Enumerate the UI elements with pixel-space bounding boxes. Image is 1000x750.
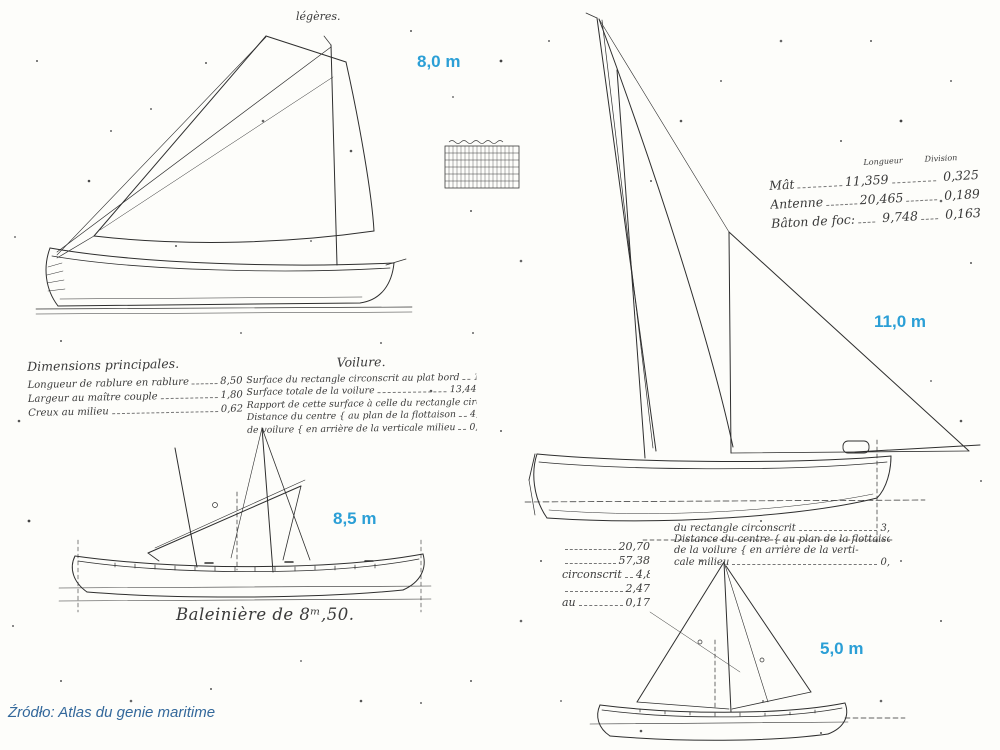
annotation-row: du rectangle circonscrit 3, — [674, 522, 890, 534]
dimension-label: Creux au milieu — [28, 406, 109, 419]
spar-division: 0,325 — [942, 166, 980, 184]
scan-noise — [0, 0, 2, 2]
annotation-label: cale milieu — [674, 557, 730, 568]
leader-dots — [565, 549, 616, 550]
leader-dots — [565, 563, 616, 564]
leader-dots — [858, 221, 876, 224]
voilure-title: Voilure. — [336, 354, 386, 370]
annotation-label: de la voilure { en arrière de la verti- — [674, 545, 859, 556]
value-number: 4,88 — [635, 568, 650, 581]
leader-dots — [624, 577, 633, 578]
value-number: 0,17 — [625, 596, 651, 609]
baleiniere-8-5m-drawing — [58, 427, 432, 613]
leader-dots — [462, 378, 471, 380]
dimensions-title: Dimensions principales. — [27, 355, 180, 374]
value-number: 2,47 — [625, 582, 651, 595]
lateen-boat-11m-drawing — [524, 12, 981, 546]
bottom-right-annotations: du rectangle circonscrit 3, Distance du … — [674, 522, 890, 569]
voilure-block: Voilure. Surface du rectangle circonscri… — [246, 353, 478, 435]
spar-division: 0,163 — [944, 204, 982, 222]
annotation-label: du rectangle circonscrit — [674, 522, 796, 534]
spar-dimensions-table: Longueur Division Mât 11,359 0,325 Anten… — [768, 152, 981, 231]
dimension-value: 0,62 — [220, 403, 244, 415]
annotation-value: 3, — [880, 522, 890, 534]
value-number: 57,38 — [618, 554, 651, 567]
spar-name: Mât — [768, 176, 795, 193]
bottom-right-values: 20,70 57,38 circonscrit 4,88 2,47 au 0,1… — [562, 539, 650, 609]
value-row: 20,70 — [562, 539, 650, 553]
leader-dots — [377, 391, 447, 394]
leader-dots — [921, 218, 939, 221]
value-label: circonscrit — [562, 568, 622, 581]
source-caption: Źródło: Atlas du genie maritime — [8, 704, 216, 721]
measurement-label-8-5m: 8,5 m — [333, 509, 377, 528]
measurement-label-5m: 5,0 m — [820, 639, 864, 658]
annotation-value: 0, — [880, 557, 890, 568]
value-row: au 0,17 — [562, 595, 650, 609]
annotation-row: de la voilure { en arrière de la verti- — [674, 545, 890, 557]
annotation-row: Distance du centre { au plan de la flott… — [674, 534, 890, 545]
annotation-label: Distance du centre { au plan de la flott… — [674, 534, 890, 545]
leader-dots — [798, 529, 878, 531]
spar-length: 9,748 — [881, 208, 919, 226]
drawing-note: légères. — [296, 10, 341, 23]
spar-name: Antenne — [769, 194, 824, 212]
scale-ruler — [444, 140, 520, 189]
leader-dots — [906, 199, 938, 202]
leader-dots — [826, 203, 857, 207]
value-label: au — [562, 596, 576, 609]
measurement-label-8m: 8,0 m — [417, 52, 461, 71]
voilure-value: 0,56 — [469, 421, 478, 433]
value-row: circonscrit 4,88 — [562, 567, 650, 581]
dimensions-block: Dimensions principales. Longueur de rabl… — [27, 354, 244, 419]
leader-dots — [458, 428, 467, 430]
leader-dots — [797, 185, 843, 189]
spar-division: 0,189 — [943, 185, 981, 203]
value-number: 20,70 — [618, 540, 651, 553]
measurement-label-11m: 11,0 m — [874, 312, 926, 331]
voilure-value: 4,50 — [469, 408, 477, 420]
dimension-value: 1,80 — [220, 389, 243, 401]
annotation-row: cale milieu 0, — [674, 557, 890, 568]
spar-length: 11,359 — [844, 171, 889, 189]
leader-dots — [578, 605, 623, 606]
leader-dots — [191, 383, 218, 385]
leader-dots — [160, 397, 218, 400]
value-row: 2,47 — [562, 581, 650, 595]
voilure-value: 13,44 — [449, 383, 477, 396]
voilure-label: Surface totale de la voilure — [246, 385, 375, 398]
baleiniere-title: Baleinière de 8ᵐ,50. — [176, 605, 355, 624]
spar-length: 20,465 — [859, 189, 904, 208]
voilure-value: 15,50 — [473, 370, 477, 383]
value-row: 57,38 — [562, 553, 650, 567]
leader-dots — [111, 411, 218, 415]
leader-dots — [891, 180, 937, 184]
dimension-value: 8,50 — [220, 375, 243, 387]
leader-dots — [459, 415, 468, 418]
leader-dots — [565, 591, 623, 592]
lugger-8m-drawing — [35, 35, 413, 315]
lateen-boat-5m-drawing — [589, 561, 906, 741]
leader-dots — [732, 564, 878, 565]
